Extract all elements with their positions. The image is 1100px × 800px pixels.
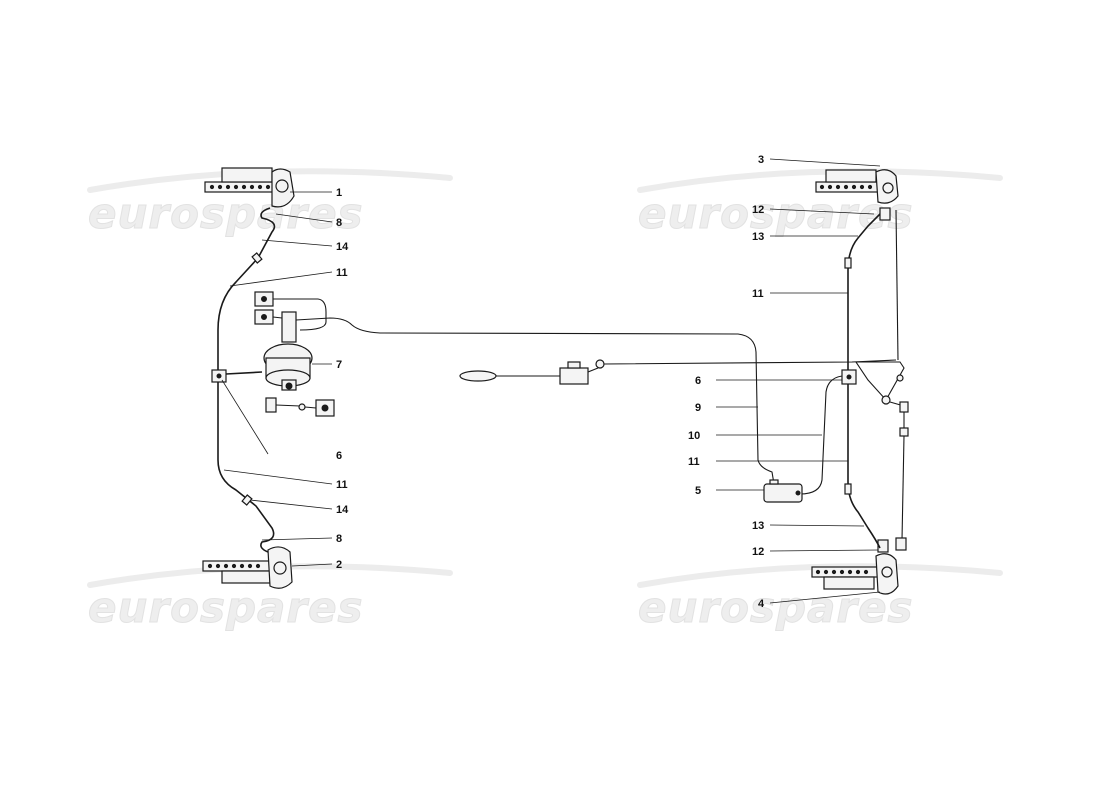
- label-4: 4: [758, 598, 765, 610]
- label-8-bottom: 8: [336, 533, 342, 545]
- handbrake-lever: [854, 209, 909, 551]
- label-6-right: 6: [695, 375, 701, 387]
- label-12-top: 12: [752, 204, 764, 216]
- label-3: 3: [758, 154, 764, 166]
- label-11-right-top: 11: [752, 288, 764, 300]
- watermark-top-right: eurospares: [638, 189, 914, 238]
- label-5: 5: [695, 485, 701, 497]
- left-brake-lines: [211, 207, 276, 553]
- label-1: 1: [336, 187, 342, 199]
- label-11-right-bottom: 11: [688, 456, 700, 468]
- label-6-left: 6: [336, 450, 342, 462]
- watermark-bottom-left: eurospares: [88, 583, 364, 632]
- label-14-top: 14: [336, 241, 349, 253]
- label-13-bottom: 13: [752, 520, 764, 532]
- label-7: 7: [336, 359, 342, 371]
- front-left-caliper: [204, 167, 295, 208]
- handbrake-cable: [459, 359, 897, 385]
- master-cylinder-servo: [254, 291, 775, 485]
- watermark-top-left: eurospares: [88, 189, 364, 238]
- label-14-bottom: 14: [336, 504, 349, 516]
- label-11-left-top: 11: [336, 267, 348, 279]
- label-9: 9: [695, 402, 701, 414]
- watermark-bottom-right: eurospares: [638, 583, 914, 632]
- rear-upper-caliper: [815, 169, 899, 221]
- label-13-top: 13: [752, 231, 764, 243]
- part-labels: 1 8 14 11 7 6 11 14 8 2 3 12 13 11 6 9 1…: [336, 154, 765, 610]
- label-12-bottom: 12: [752, 546, 764, 558]
- label-10: 10: [688, 430, 700, 442]
- rear-lower-caliper: [811, 539, 899, 595]
- pedal-switch-assembly: [265, 397, 335, 417]
- label-2: 2: [336, 559, 342, 571]
- right-brake-lines: [763, 213, 881, 549]
- rear-left-caliper: [202, 546, 293, 589]
- label-11-left-bottom: 11: [336, 479, 348, 491]
- leader-lines: [221, 158, 881, 604]
- label-8-top: 8: [336, 217, 342, 229]
